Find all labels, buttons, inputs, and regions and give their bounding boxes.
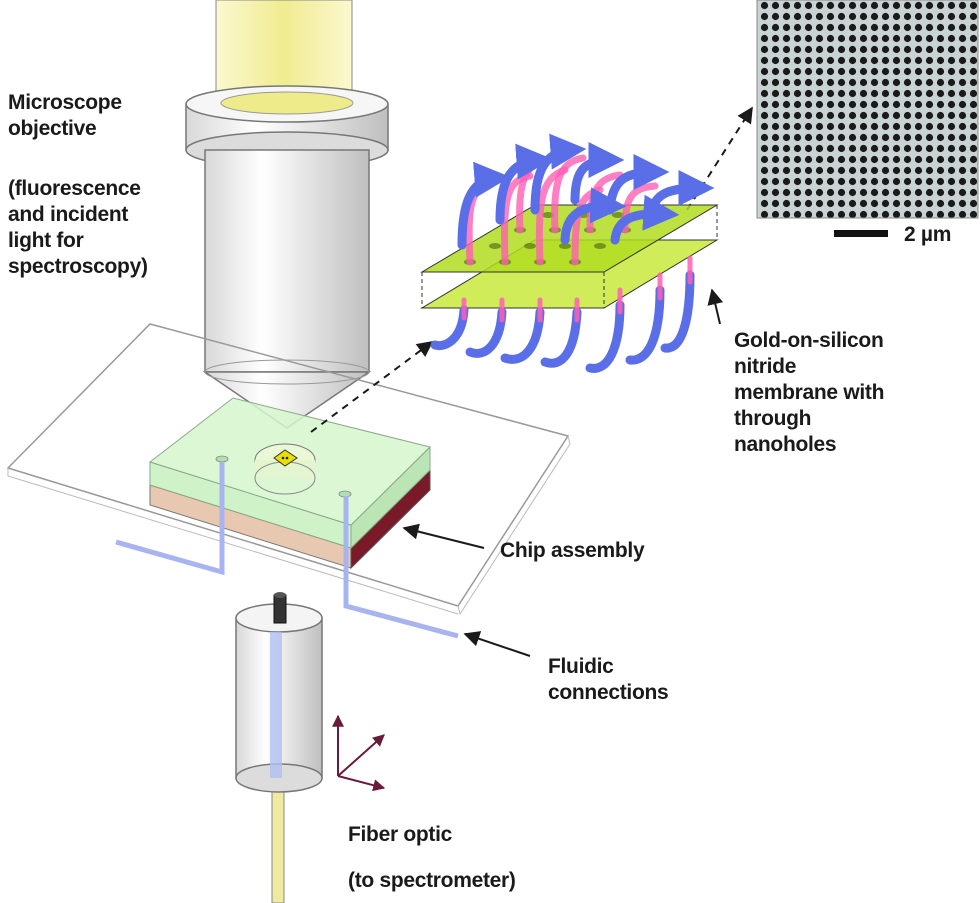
label-line: light for [8,229,84,252]
label-line: through [734,407,812,430]
label-fluidic-connections: Fluidic connections [548,654,669,706]
label-line: (to spectrometer) [348,869,516,892]
label-chip-assembly: Chip assembly [500,538,645,564]
label-microscope-objective: Microscope objective [8,90,122,142]
label-line: Gold-on-silicon [734,329,884,352]
label-membrane: Gold-on-silicon nitride membrane with th… [734,328,884,458]
chip-assembly [148,397,431,570]
fluidic-tubing [115,462,459,639]
label-scale: 2 µm [904,222,951,248]
label-line: Chip assembly [500,539,645,562]
label-line: Microscope [8,91,122,114]
stage-plate [6,323,571,616]
label-line: objective [8,117,97,140]
label-line: Fiber optic [348,823,453,846]
label-line: (fluorescence [8,177,141,200]
label-line: Fluidic [548,655,614,678]
label-line: membrane with [734,381,885,404]
sem-nanohole-image [756,0,979,219]
label-line: nanoholes [734,433,837,456]
label-line: and incident [8,203,129,226]
label-line: nitride [734,355,797,378]
axes-icon [332,714,386,792]
fiber-optic-icon [235,592,323,903]
microscope-objective-icon [185,85,389,429]
label-fiber-optic: Fiber optic [348,822,452,848]
label-line: spectroscopy) [8,255,148,278]
label-line: 2 µm [904,223,952,246]
pointer-arrows [402,288,724,657]
label-line: connections [548,681,669,704]
label-fiber-note: (to spectrometer) [348,868,516,894]
membrane-inset [420,133,719,373]
scale-bar [834,230,888,237]
label-objective-note: (fluorescence and incident light for spe… [8,176,148,280]
